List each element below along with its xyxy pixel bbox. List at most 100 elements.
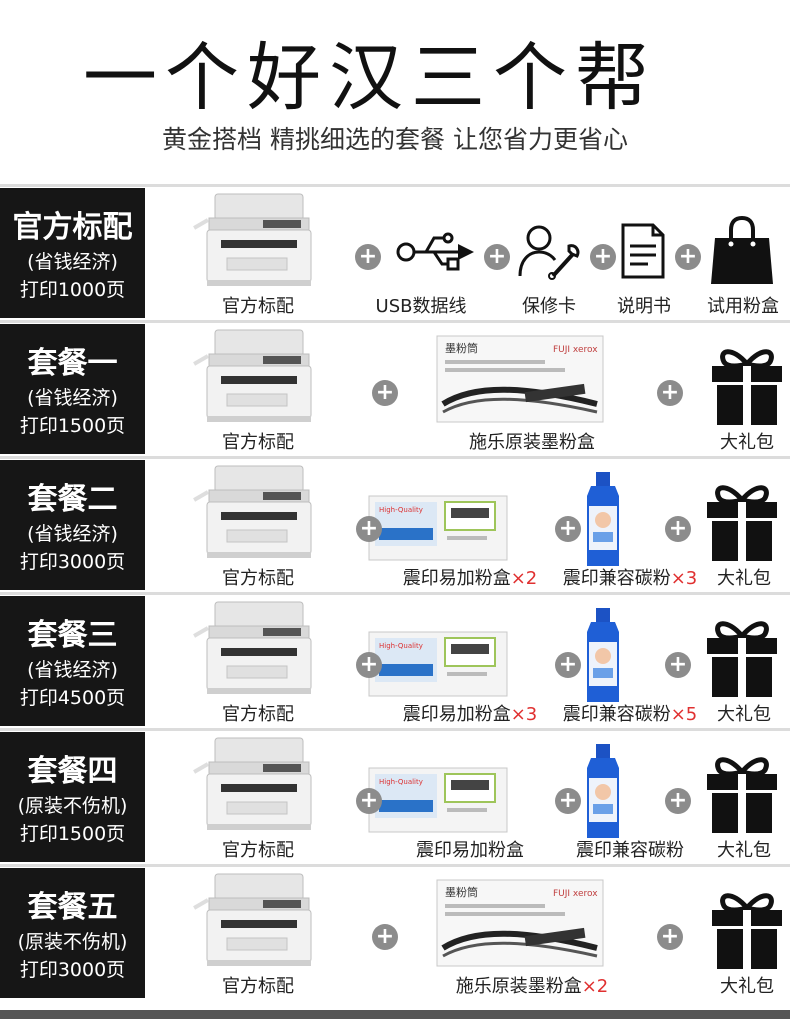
row-divider bbox=[0, 592, 790, 595]
plus-icon: + bbox=[555, 516, 581, 542]
usb-icon bbox=[396, 232, 480, 276]
item-caption: 大礼包 bbox=[717, 836, 771, 862]
item-caption-text: 震印兼容碳粉 bbox=[576, 840, 684, 861]
item-caption-text: 大礼包 bbox=[717, 568, 771, 589]
plus-icon: + bbox=[356, 652, 382, 678]
plus-icon: + bbox=[675, 244, 701, 270]
row-divider bbox=[0, 864, 790, 867]
item-caption-text: 施乐原装墨粉盒 bbox=[469, 432, 595, 453]
compatible-toner-box-image: High-Quality bbox=[367, 764, 509, 840]
plus-icon: + bbox=[657, 380, 683, 406]
item-caption-text: 官方标配 bbox=[222, 704, 294, 725]
compatible-toner-box-image: High-Quality bbox=[367, 628, 509, 704]
item-caption: 保修卡 bbox=[522, 292, 576, 318]
plus-icon: + bbox=[555, 652, 581, 678]
item-caption-text: 震印易加粉盒 bbox=[416, 840, 524, 861]
package-name: 套餐四 bbox=[27, 754, 118, 789]
package-pages: 打印1000页 bbox=[19, 279, 126, 301]
item-quantity: ×3 bbox=[510, 704, 538, 725]
package-name: 套餐一 bbox=[27, 346, 118, 381]
package-name: 套餐五 bbox=[27, 890, 118, 925]
item-caption-text: USB数据线 bbox=[375, 296, 467, 317]
package-subtitle: (省钱经济) bbox=[27, 251, 118, 273]
item-caption-text: 说明书 bbox=[617, 296, 671, 317]
item-quantity: ×2 bbox=[581, 976, 609, 997]
trial-toner-icon bbox=[711, 215, 773, 290]
package-subtitle: (原装不伤机) bbox=[17, 795, 128, 817]
package-row: 套餐一 (省钱经济) 打印1500页 官方标配 墨粉筒 FUJI xerox 施… bbox=[0, 324, 790, 454]
item-caption: 震印易加粉盒 bbox=[416, 836, 524, 862]
package-label: 套餐一 (省钱经济) 打印1500页 bbox=[0, 324, 145, 454]
page-title: 一个好汉三个帮 bbox=[83, 35, 657, 121]
item-caption: 震印兼容碳粉×5 bbox=[563, 700, 698, 726]
item-caption: 官方标配 bbox=[222, 972, 294, 998]
warranty-card-icon bbox=[517, 224, 581, 284]
package-pages: 打印3000页 bbox=[19, 959, 126, 981]
item-caption: USB数据线 bbox=[376, 292, 467, 318]
package-pages: 打印4500页 bbox=[19, 687, 126, 709]
package-row: 套餐四 (原装不伤机) 打印1500页 官方标配 High-Quality 震印… bbox=[0, 732, 790, 862]
plus-icon: + bbox=[665, 652, 691, 678]
plus-icon: + bbox=[665, 516, 691, 542]
item-caption-text: 官方标配 bbox=[222, 568, 294, 589]
item-caption-text: 震印易加粉盒 bbox=[402, 704, 511, 725]
plus-icon: + bbox=[665, 788, 691, 814]
gift-box-icon bbox=[705, 752, 779, 838]
manual-icon bbox=[620, 222, 666, 284]
item-caption: 大礼包 bbox=[720, 428, 774, 454]
package-subtitle: (省钱经济) bbox=[27, 387, 118, 409]
plus-icon: + bbox=[355, 244, 381, 270]
original-toner-box-image: 墨粉筒 FUJI xerox bbox=[435, 334, 605, 428]
package-label: 套餐五 (原装不伤机) 打印3000页 bbox=[0, 868, 145, 998]
page-subtitle: 黄金搭档 精挑细选的套餐 让您省力更省心 bbox=[162, 125, 628, 154]
item-caption: 大礼包 bbox=[720, 972, 774, 998]
item-caption-text: 保修卡 bbox=[522, 296, 576, 317]
package-row: 套餐二 (省钱经济) 打印3000页 官方标配 High-Quality 震印易… bbox=[0, 460, 790, 590]
plus-icon: + bbox=[356, 788, 382, 814]
plus-icon: + bbox=[372, 380, 398, 406]
printer-image bbox=[193, 600, 323, 700]
row-divider bbox=[0, 184, 790, 187]
package-name: 套餐二 bbox=[27, 482, 118, 517]
item-caption: 施乐原装墨粉盒 bbox=[469, 428, 595, 454]
compatible-toner-box-image: High-Quality bbox=[367, 492, 509, 568]
printer-image bbox=[193, 328, 323, 428]
item-quantity: ×5 bbox=[670, 704, 698, 725]
gift-box-icon bbox=[710, 344, 784, 430]
item-caption: 大礼包 bbox=[717, 564, 771, 590]
item-caption: 说明书 bbox=[617, 292, 671, 318]
package-pages: 打印1500页 bbox=[19, 823, 126, 845]
item-caption: 震印易加粉盒×2 bbox=[403, 564, 538, 590]
gift-box-icon bbox=[710, 888, 784, 974]
package-row: 套餐三 (省钱经济) 打印4500页 官方标配 High-Quality 震印易… bbox=[0, 596, 790, 726]
printer-image bbox=[193, 192, 323, 292]
box-brand-text: 墨粉筒 bbox=[445, 885, 478, 899]
item-quantity: ×2 bbox=[510, 568, 538, 589]
toner-bottle-image bbox=[583, 742, 623, 846]
package-pages: 打印3000页 bbox=[19, 551, 126, 573]
package-subtitle: (原装不伤机) bbox=[17, 931, 128, 953]
plus-icon: + bbox=[372, 924, 398, 950]
item-caption-text: 震印兼容碳粉 bbox=[562, 704, 671, 725]
item-caption-text: 官方标配 bbox=[222, 976, 294, 997]
item-caption: 大礼包 bbox=[717, 700, 771, 726]
item-quantity: ×3 bbox=[670, 568, 698, 589]
row-divider bbox=[0, 728, 790, 731]
package-label: 套餐四 (原装不伤机) 打印1500页 bbox=[0, 732, 145, 862]
package-label: 套餐三 (省钱经济) 打印4500页 bbox=[0, 596, 145, 726]
plus-icon: + bbox=[484, 244, 510, 270]
row-divider bbox=[0, 456, 790, 459]
item-caption: 试用粉盒 bbox=[707, 292, 779, 318]
item-caption: 官方标配 bbox=[222, 700, 294, 726]
toner-bottle-image bbox=[583, 606, 623, 710]
box-logo-text: FUJI xerox bbox=[553, 345, 598, 355]
toner-bottle-image bbox=[583, 470, 623, 574]
item-caption: 震印兼容碳粉×3 bbox=[563, 564, 698, 590]
plus-icon: + bbox=[657, 924, 683, 950]
item-caption: 官方标配 bbox=[222, 428, 294, 454]
item-caption-text: 大礼包 bbox=[717, 704, 771, 725]
item-caption-text: 官方标配 bbox=[222, 296, 294, 317]
item-caption: 官方标配 bbox=[222, 836, 294, 862]
plus-icon: + bbox=[356, 516, 382, 542]
box-label-text: High-Quality bbox=[379, 506, 423, 514]
